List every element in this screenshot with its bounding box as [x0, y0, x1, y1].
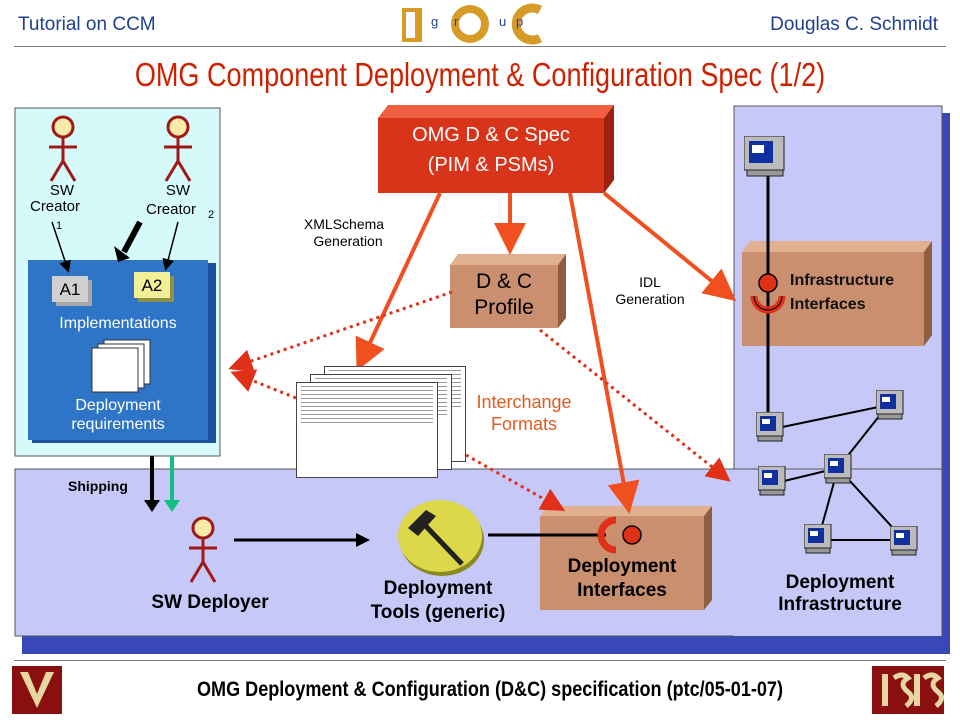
footer-text: OMG Deployment & Configuration (D&C) spe… — [196, 678, 784, 701]
creator1-label: Creator — [29, 198, 81, 215]
footer-rule — [14, 660, 946, 661]
computer-icon — [756, 412, 784, 442]
stick-figure-icon — [189, 516, 217, 583]
profile-box-line1: D & C — [475, 270, 532, 293]
xml-generation-line2: Generation — [313, 233, 383, 249]
logo-letter-u: u — [499, 14, 507, 29]
spec-box-line2: (PIM & PSMs) — [427, 154, 555, 176]
deployment-interfaces-line2: Interfaces — [577, 580, 667, 601]
artifact-a2: A2 — [141, 276, 163, 295]
hammer-icon — [398, 500, 484, 576]
xml-document-stack — [296, 366, 468, 478]
deployment-tools-line1: Deployment — [383, 578, 493, 599]
computer-icon — [824, 454, 852, 484]
header-right: Douglas C. Schmidt — [770, 14, 938, 35]
logo-letter-r: r — [454, 14, 459, 29]
xml-generation-line1: XMLSchema — [303, 216, 385, 232]
creator2-subscript: 2 — [207, 209, 215, 221]
deployment-infrastructure-line1: Deployment — [785, 572, 895, 593]
creator1-label-sw: SW — [49, 182, 75, 199]
deployment-infrastructure-line2: Infrastructure — [778, 594, 902, 615]
header-left: Tutorial on CCM — [18, 14, 156, 35]
slide-title: OMG Component Deployment & Configuration… — [134, 56, 826, 93]
idl-generation-line1: IDL — [639, 274, 661, 290]
computer-icon — [758, 466, 786, 496]
shipping-label: Shipping — [68, 478, 128, 494]
artifact-a1: A1 — [59, 280, 81, 299]
computer-icon — [890, 526, 918, 556]
profile-box-line2: Profile — [474, 296, 534, 319]
implementations-label: Implementations — [59, 315, 177, 332]
deployment-tools-line2: Tools (generic) — [370, 602, 506, 623]
deployment-requirements-line2: requirements — [71, 416, 165, 433]
doc-group-logo — [402, 3, 543, 45]
spec-box-line1: OMG D & C Spec — [412, 124, 570, 146]
header-rule — [14, 46, 946, 47]
deployment-requirements-line1: Deployment — [75, 397, 161, 414]
computer-icon — [744, 136, 785, 177]
university-logo-icon — [12, 666, 62, 714]
creator2-label-sw: SW — [165, 182, 191, 199]
creator1-subscript: 1 — [55, 220, 63, 232]
logo-letter-g: g — [431, 14, 439, 29]
infrastructure-interfaces-line1: Infrastructure — [790, 272, 895, 289]
computer-icon — [804, 524, 832, 554]
stick-figure-icon — [164, 115, 192, 182]
logo-letter-p: p — [516, 14, 524, 29]
interchange-formats-line2: Formats — [490, 414, 557, 434]
isis-logo-icon — [872, 666, 944, 714]
stick-figure-icon — [49, 115, 77, 182]
idl-generation-line2: Generation — [615, 291, 685, 307]
infrastructure-interfaces-line2: Interfaces — [790, 296, 866, 313]
interchange-formats-line1: Interchange — [476, 392, 572, 412]
deployment-interfaces-line1: Deployment — [567, 556, 677, 577]
computer-icon — [876, 390, 904, 420]
creator2-label: Creator — [145, 201, 197, 218]
sw-deployer-label: SW Deployer — [151, 592, 269, 613]
